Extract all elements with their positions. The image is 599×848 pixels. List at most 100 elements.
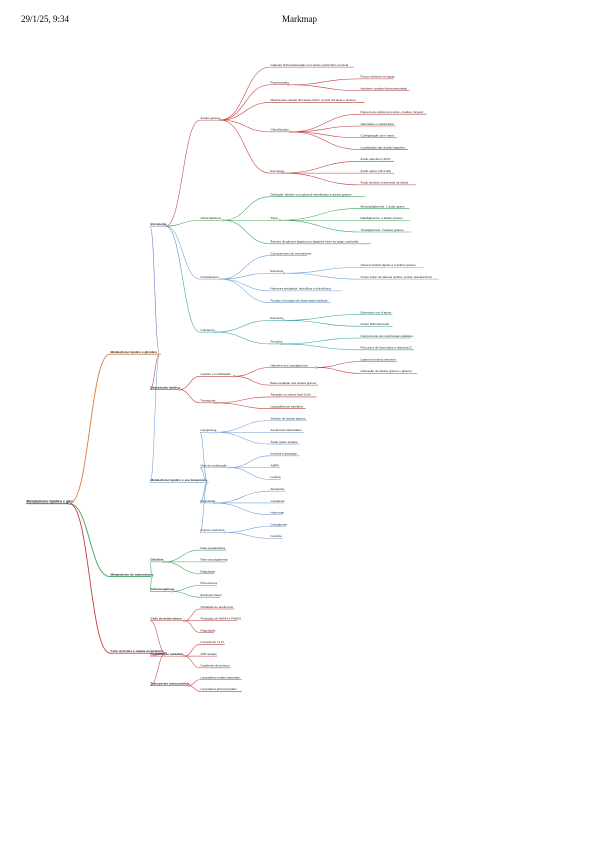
collapse-toggle[interactable]	[287, 83, 290, 86]
collapse-toggle[interactable]	[164, 651, 167, 655]
node-label[interactable]: Ésteres de glicerol ligados por ligações…	[271, 239, 359, 244]
node-label[interactable]: Hormonal	[271, 511, 285, 515]
node-label[interactable]: Diacilgliceróis: 2 ácidos graxos	[361, 216, 404, 220]
node-label[interactable]: Tipos	[271, 216, 279, 220]
node-label[interactable]: Definição: lipídios com glicerol esterif…	[271, 192, 352, 196]
node-label[interactable]: Degradação lipídica	[151, 385, 181, 389]
node-label[interactable]: Regulação	[201, 499, 216, 503]
node-label[interactable]: Glicólise	[151, 558, 164, 562]
node-label[interactable]: Regulação	[201, 569, 216, 573]
node-label[interactable]: ATP sintase	[201, 652, 218, 656]
node-label[interactable]: Monoacilgliceróis: 1 ácido graxo	[361, 204, 405, 208]
node-label[interactable]: Hidrólise dos triacilgliceróis	[271, 363, 309, 367]
node-label[interactable]: Lançadeira glicerol-fosfato	[201, 687, 238, 691]
node-label[interactable]: Fase preparatória	[201, 546, 226, 550]
node-label[interactable]: Lançadeira de carnitina	[271, 405, 303, 409]
collapse-toggle[interactable]	[214, 330, 217, 334]
node-label[interactable]: Função: formação de bicamadas lipídicas	[271, 298, 329, 302]
node-label[interactable]: Saturados e insaturados	[361, 122, 395, 126]
collapse-toggle[interactable]	[164, 224, 167, 228]
node-label[interactable]: Ciclo de Krebs e cadeia respiratória	[111, 649, 164, 653]
collapse-toggle[interactable]	[282, 272, 286, 275]
collapse-toggle[interactable]	[279, 342, 283, 346]
root-node-label[interactable]: Metabolismo lípidico e glicí	[27, 499, 75, 503]
node-label[interactable]: Acetil-CoA carboxilase	[271, 428, 302, 432]
node-label[interactable]: Ativação no citosol (acil-CoA)	[271, 393, 311, 397]
node-label[interactable]: Funções	[271, 340, 283, 344]
node-label[interactable]: Configuração cis e trans	[361, 134, 395, 138]
collapse-toggle[interactable]	[68, 502, 71, 505]
node-label[interactable]: Beta-oxidação dos ácidos graxos	[271, 381, 317, 385]
collapse-toggle[interactable]	[214, 431, 217, 434]
node-label[interactable]: Maioria das células humanas obtém a part…	[271, 98, 357, 102]
collapse-toggle[interactable]	[162, 560, 166, 563]
node-label[interactable]: Glicerol-fosfato ligado a 2 ácidos graxo…	[361, 263, 416, 267]
node-label[interactable]: Transportes mitocondriais	[151, 681, 190, 685]
node-label[interactable]: Estrutura	[271, 269, 284, 273]
node-label[interactable]: Precursores	[201, 581, 218, 585]
collapse-toggle[interactable]	[206, 481, 209, 484]
node-label[interactable]: Liberação de ácidos graxos e glicerol	[361, 369, 412, 373]
collapse-toggle[interactable]	[289, 130, 292, 134]
node-label[interactable]: Vias de sinalização	[201, 463, 228, 467]
collapse-toggle[interactable]	[219, 277, 222, 281]
node-label[interactable]: Gradiente de prótons	[201, 664, 231, 668]
collapse-toggle[interactable]	[278, 219, 282, 222]
node-label[interactable]: Metabolismo lipídico e sua bioquímica	[151, 478, 208, 482]
node-label[interactable]: Enzimas-chave	[201, 593, 222, 597]
node-label[interactable]: Ácido palmítico (16:0)	[361, 157, 391, 161]
node-label[interactable]: Precursor de hormônios e vitamina D	[361, 346, 413, 350]
collapse-toggle[interactable]	[158, 353, 161, 356]
node-label[interactable]: Regulação	[201, 628, 216, 632]
node-label[interactable]: Metabolismo de carboidratos	[111, 572, 154, 576]
node-label[interactable]: Cetogênese	[271, 522, 288, 526]
node-label[interactable]: Lançadeira malato-aspartato	[201, 675, 241, 679]
node-label[interactable]: Covalente	[271, 499, 285, 503]
node-label[interactable]: Fosfolipídeos	[201, 275, 220, 279]
node-label[interactable]: Fosforilação oxidativa	[151, 652, 184, 656]
node-label[interactable]: Oxidação de acetil-CoA	[201, 605, 234, 609]
node-label[interactable]: Esteroide com 4 anéis	[361, 310, 392, 314]
node-label[interactable]: Leptina	[271, 475, 281, 479]
collapse-toggle[interactable]	[212, 501, 216, 505]
node-label[interactable]: Componentes de membranas	[271, 251, 312, 255]
node-label[interactable]: Apolares (cadeia hidrocarbonada)	[361, 86, 408, 90]
node-label[interactable]: Grupo hidroxila polar	[361, 322, 390, 326]
node-label[interactable]: Cetólise	[271, 534, 282, 538]
node-label[interactable]: Ácidos graxos	[201, 116, 221, 120]
collapse-toggle[interactable]	[214, 401, 217, 404]
collapse-toggle[interactable]	[222, 219, 225, 222]
collapse-toggle[interactable]	[170, 590, 173, 593]
collapse-toggle[interactable]	[182, 619, 186, 622]
node-label[interactable]: Ciclo do ácido cítrico	[151, 617, 182, 621]
node-label[interactable]: Ácido linoleico (essencial na dieta)	[361, 181, 408, 185]
collapse-toggle[interactable]	[150, 575, 154, 578]
collapse-toggle[interactable]	[187, 684, 190, 687]
node-label[interactable]: Natureza anfipática: hidrofílica e hidro…	[271, 287, 331, 291]
node-label[interactable]: Gliconeogênese	[151, 587, 175, 591]
node-label[interactable]: Ácido oleico (18:1 Δ9)	[361, 169, 391, 173]
node-label[interactable]: Lipase hormônio sensível	[361, 357, 396, 361]
collapse-toggle[interactable]	[219, 118, 222, 122]
node-label[interactable]: Fase de pagamento	[201, 558, 229, 562]
node-label[interactable]: Localização das duplas ligações	[361, 145, 406, 149]
node-label[interactable]: Glicerolipídeos	[201, 216, 222, 220]
node-label[interactable]: Cadeias hidrocarbonadas com ácido carbox…	[271, 63, 349, 67]
node-label[interactable]: Metabolismo lípidico e glicídico	[111, 350, 158, 354]
node-label[interactable]: Grupo polar na cabeça (colina, serina, e…	[361, 275, 432, 279]
collapse-toggle[interactable]	[282, 319, 286, 322]
collapse-toggle[interactable]	[228, 466, 231, 469]
node-label[interactable]: Lipogênese	[201, 428, 217, 432]
node-label[interactable]: Exemplos	[271, 169, 285, 173]
node-label[interactable]: Ácido graxo sintase	[271, 440, 298, 444]
collapse-toggle[interactable]	[182, 654, 186, 658]
node-label[interactable]: Lipólise e mobilização	[201, 372, 232, 376]
collapse-toggle[interactable]	[281, 171, 284, 175]
node-label[interactable]: Colesterol	[201, 328, 215, 332]
node-label[interactable]: Classificação	[271, 128, 290, 132]
collapse-toggle[interactable]	[223, 531, 226, 534]
node-label[interactable]: Produção de NADH e FADH2	[201, 617, 242, 621]
collapse-toggle[interactable]	[232, 375, 236, 378]
node-label[interactable]: Número de carbonos (curtos, médios, long…	[361, 110, 424, 114]
node-label[interactable]: Triacilgliceróis: 3 ácidos graxos	[361, 228, 404, 232]
